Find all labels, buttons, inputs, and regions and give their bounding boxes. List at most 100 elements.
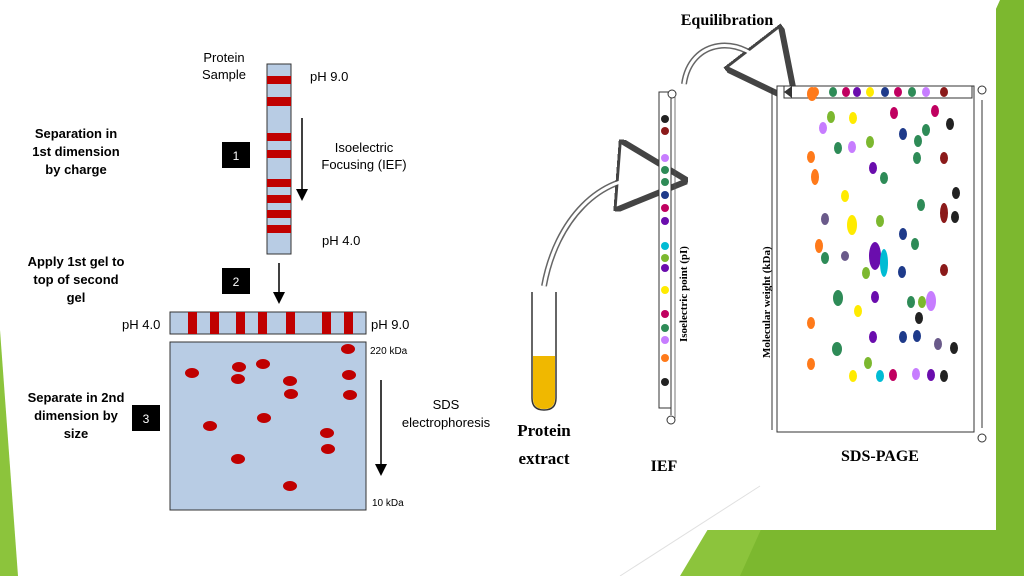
protein-spot — [807, 151, 815, 163]
protein-spot — [807, 87, 817, 101]
protein-spot — [661, 378, 669, 386]
protein-spot — [946, 118, 954, 130]
protein-spot — [849, 370, 857, 382]
protein-spot — [232, 362, 246, 372]
gel-spots — [185, 344, 357, 491]
protein-spot — [257, 413, 271, 423]
protein-spot — [880, 172, 888, 184]
protein-spot — [940, 87, 948, 97]
sds-page-label: SDS-PAGE — [841, 448, 919, 465]
step2-badge — [222, 268, 250, 294]
vertical-ief-strip — [266, 63, 292, 255]
protein-spot — [871, 291, 879, 303]
protein-spot — [833, 290, 843, 306]
step3-text-line1: Separate in 2nd — [28, 390, 125, 405]
protein-band — [210, 312, 219, 334]
protein-spot — [931, 105, 939, 117]
protein-spot — [913, 330, 921, 342]
gel-bottom-kda: 10 kDa — [372, 498, 404, 509]
protein-band — [344, 312, 353, 334]
protein-extract-line2: extract — [519, 449, 570, 468]
protein-spot — [661, 204, 669, 212]
protein-spot — [661, 178, 669, 186]
protein-spot — [881, 87, 889, 97]
step3-text-line2: dimension by — [34, 408, 119, 423]
protein-spot — [343, 390, 357, 400]
protein-spot — [848, 141, 856, 153]
protein-spot — [876, 370, 884, 382]
protein-spot — [834, 142, 842, 154]
protein-spot — [899, 331, 907, 343]
protein-spot — [926, 291, 936, 311]
step3-badge — [132, 405, 160, 431]
protein-band — [188, 312, 197, 334]
protein-spot — [661, 127, 669, 135]
protein-sample-label-line1: Protein — [203, 50, 244, 65]
sds-page-gel — [771, 85, 987, 443]
protein-band — [267, 133, 291, 141]
protein-spot — [283, 376, 297, 386]
protein-spot — [914, 135, 922, 147]
equilibration-label: Equilibration — [681, 12, 774, 29]
protein-spot — [827, 111, 835, 123]
protein-spot — [869, 162, 877, 174]
protein-spot — [849, 112, 857, 124]
protein-spot — [890, 107, 898, 119]
protein-spot — [899, 228, 907, 240]
protein-spot — [952, 187, 960, 199]
ief-label-line1: Isoelectric — [335, 140, 394, 155]
step2-text-line3: gel — [67, 290, 86, 305]
protein-spot — [342, 370, 356, 380]
green-corner-bottom-left — [0, 330, 18, 576]
step3-number: 3 — [143, 412, 150, 426]
protein-spot — [847, 215, 857, 235]
step2-number: 2 — [233, 275, 240, 289]
protein-spot — [661, 264, 669, 272]
ph-top-label: pH 9.0 — [310, 69, 348, 84]
protein-spot — [908, 87, 916, 97]
protein-sample-label-line2: Sample — [202, 67, 246, 82]
protein-spot — [922, 87, 930, 97]
protein-band — [267, 97, 291, 106]
sds-label-line1: SDS — [433, 397, 460, 412]
protein-spot — [320, 428, 334, 438]
ief-axis-label: Isoelectric point (pI) — [678, 246, 690, 342]
protein-spot — [661, 310, 669, 318]
protein-spot — [951, 211, 959, 223]
protein-spot — [869, 242, 881, 270]
sds-label-line2: electrophoresis — [402, 415, 491, 430]
protein-spot — [940, 370, 948, 382]
protein-spot — [912, 368, 920, 380]
protein-spot — [829, 87, 837, 97]
protein-spot — [661, 336, 669, 344]
test-tube — [531, 292, 557, 411]
protein-spot — [341, 344, 355, 354]
step1-text-line2: 1st dimension — [32, 144, 119, 159]
protein-spot — [907, 296, 915, 308]
gel-top-kda: 220 kDa — [370, 346, 408, 357]
step3-text-line3: size — [64, 426, 89, 441]
step2-text-line1: Apply 1st gel to — [28, 254, 125, 269]
protein-spot — [231, 374, 245, 384]
protein-spot — [815, 239, 823, 253]
protein-spot — [889, 369, 897, 381]
protein-spot — [862, 267, 870, 279]
protein-spot — [918, 296, 926, 308]
protein-spot — [934, 338, 942, 350]
protein-spot — [807, 317, 815, 329]
protein-spot — [899, 128, 907, 140]
decorative-line — [619, 485, 761, 576]
protein-spot — [841, 251, 849, 261]
protein-spot — [284, 389, 298, 399]
protein-spot — [940, 264, 948, 276]
protein-spot — [661, 166, 669, 174]
protein-spot — [864, 357, 872, 369]
protein-spot — [661, 324, 669, 332]
step1-text-line1: Separation in — [35, 126, 117, 141]
protein-spot — [841, 190, 849, 202]
protein-band — [236, 312, 245, 334]
protein-spot — [661, 354, 669, 362]
protein-band — [267, 195, 291, 203]
protein-spot — [894, 87, 902, 97]
